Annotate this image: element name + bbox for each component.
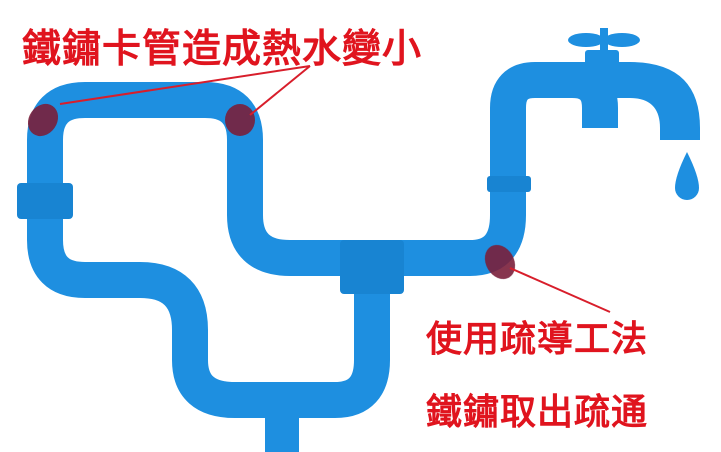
top-caption: 鐵鏽卡管造成熱水變小 xyxy=(22,27,423,72)
pipe-outlet xyxy=(265,400,299,452)
water-drop-icon xyxy=(675,152,699,200)
rust-blockage-icon xyxy=(27,103,516,280)
bottom-caption-1: 使用疏導工法 xyxy=(426,319,649,360)
bottom-caption-2: 鐵鏽取出疏通 xyxy=(426,392,649,433)
leader-lines xyxy=(59,65,611,313)
faucet-spout xyxy=(555,62,700,140)
pipe-joints xyxy=(17,176,531,294)
water-faucet-icon xyxy=(568,28,640,66)
